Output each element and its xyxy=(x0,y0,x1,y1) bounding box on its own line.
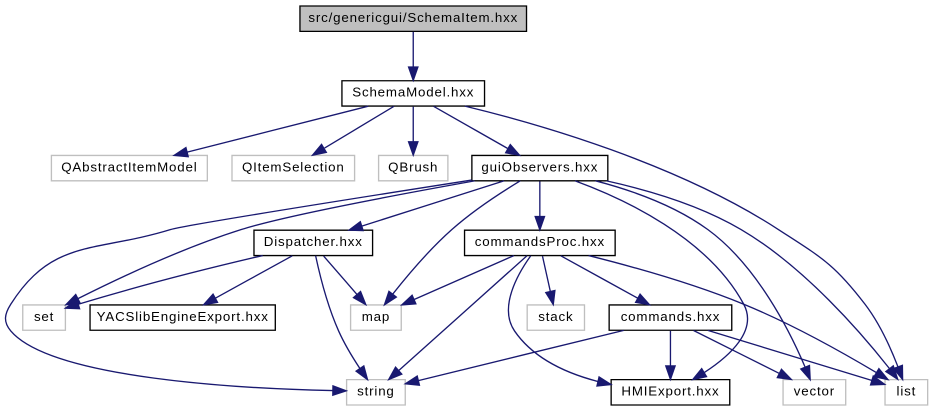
svg-text:vector: vector xyxy=(794,384,835,399)
svg-text:HMIExport.hxx: HMIExport.hxx xyxy=(621,384,719,399)
svg-text:SchemaModel.hxx: SchemaModel.hxx xyxy=(352,85,474,100)
svg-text:src/genericgui/SchemaItem.hxx: src/genericgui/SchemaItem.hxx xyxy=(308,10,518,25)
svg-text:map: map xyxy=(362,309,390,324)
svg-text:stack: stack xyxy=(538,309,573,324)
svg-text:QAbstractItemModel: QAbstractItemModel xyxy=(61,159,197,174)
svg-text:commands.hxx: commands.hxx xyxy=(621,309,720,324)
svg-text:commandsProc.hxx: commandsProc.hxx xyxy=(475,234,605,249)
svg-text:string: string xyxy=(357,384,395,399)
svg-text:guiObservers.hxx: guiObservers.hxx xyxy=(481,159,598,174)
svg-text:list: list xyxy=(897,384,917,399)
svg-text:QBrush: QBrush xyxy=(388,159,438,174)
svg-text:set: set xyxy=(34,309,54,324)
svg-text:Dispatcher.hxx: Dispatcher.hxx xyxy=(264,234,363,249)
svg-text:YACSlibEngineExport.hxx: YACSlibEngineExport.hxx xyxy=(97,309,269,324)
svg-text:QItemSelection: QItemSelection xyxy=(242,159,345,174)
